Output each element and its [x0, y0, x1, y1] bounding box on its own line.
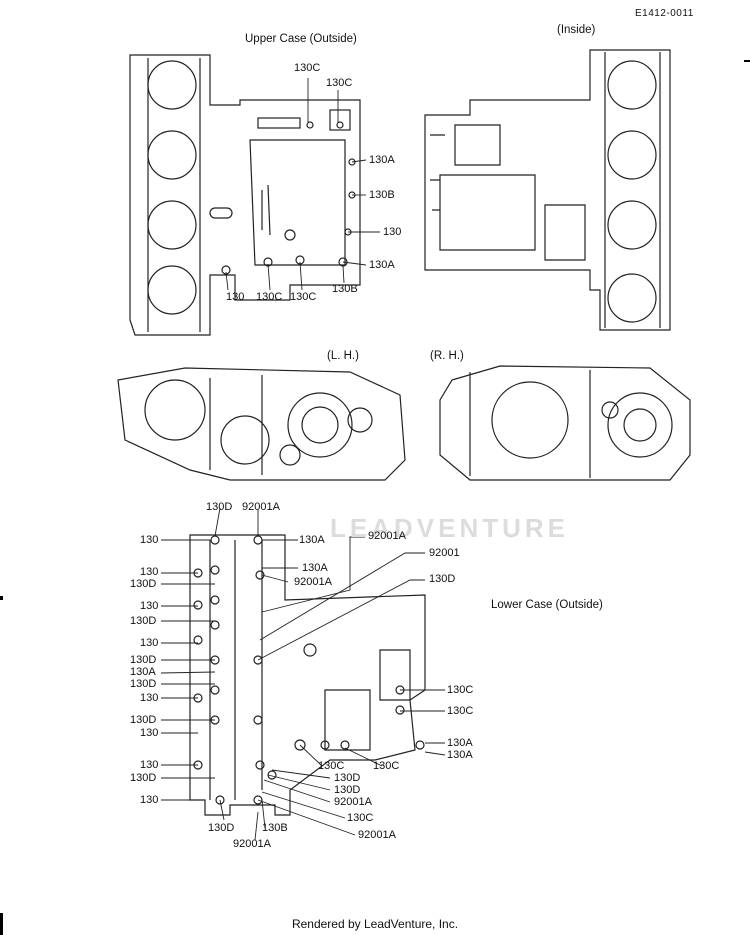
- upper-case-outside-title: Upper Case (Outside): [245, 33, 357, 45]
- lower-part-label: 92001: [429, 547, 460, 559]
- page-edge-mark: [0, 596, 3, 600]
- lower-case-outside-title: Lower Case (Outside): [491, 599, 603, 611]
- lower-part-label: 130D: [130, 615, 157, 627]
- upper-leader-lines: [225, 78, 380, 291]
- document-code: E1412-0011: [635, 8, 694, 19]
- lower-part-label: 130D: [429, 573, 456, 585]
- lower-part-label: 130: [140, 600, 159, 612]
- lower-part-label: 130D: [208, 822, 235, 834]
- rh-title: (R. H.): [430, 350, 464, 362]
- upper-part-label: 130C: [290, 291, 317, 303]
- lower-part-label: 130: [140, 566, 159, 578]
- lower-part-label: 92001A: [233, 838, 271, 850]
- lower-part-label: 130D: [130, 654, 157, 666]
- upper-case-outside-drawing: [129, 54, 361, 336]
- lower-part-label: 92001A: [294, 576, 332, 588]
- lower-part-label: 130D: [334, 784, 361, 796]
- upper-case-inside-drawing: [424, 49, 671, 331]
- lower-part-label: 130: [140, 637, 159, 649]
- upper-part-label: 130B: [332, 283, 358, 295]
- lower-part-label: 130A: [302, 562, 328, 574]
- lower-part-label: 130C: [318, 760, 345, 772]
- right-hand-case-drawing: [439, 365, 691, 481]
- lower-part-label: 130C: [373, 760, 400, 772]
- lower-part-label: 130: [140, 534, 159, 546]
- lower-part-label: 130A: [447, 749, 473, 761]
- upper-part-label: 130B: [369, 189, 395, 201]
- lower-part-label: 130A: [299, 534, 325, 546]
- lower-part-label: 130D: [130, 714, 157, 726]
- lower-part-label: 130D: [130, 578, 157, 590]
- lower-part-label: 130C: [447, 705, 474, 717]
- lower-part-label: 92001A: [242, 501, 280, 513]
- lower-part-label: 130: [140, 794, 159, 806]
- lower-part-label: 92001A: [334, 796, 372, 808]
- lower-part-label: 130: [140, 727, 159, 739]
- lower-part-label: 130D: [206, 501, 233, 513]
- lower-part-label: 130D: [334, 772, 361, 784]
- lower-part-label: 130D: [130, 678, 157, 690]
- upper-part-label: 130C: [326, 77, 353, 89]
- upper-part-label: 130A: [369, 259, 395, 271]
- left-hand-case-drawing: [117, 367, 406, 481]
- upper-part-label: 130: [226, 291, 245, 303]
- lower-part-label: 130C: [347, 812, 374, 824]
- lh-title: (L. H.): [327, 350, 359, 362]
- lower-part-label: 130: [140, 692, 159, 704]
- upper-part-label: 130A: [369, 154, 395, 166]
- watermark: LEADVENTURE: [330, 513, 570, 543]
- lower-part-label: 92001A: [358, 829, 396, 841]
- lower-leader-lines: [160, 507, 446, 841]
- upper-part-label: 130C: [256, 291, 283, 303]
- lower-part-label: 130A: [447, 737, 473, 749]
- page-edge-mark: [744, 60, 750, 62]
- lower-part-label: 92001A: [368, 530, 406, 542]
- upper-part-label: 130: [383, 226, 402, 238]
- inside-title: (Inside): [557, 24, 596, 36]
- lower-part-label: 130A: [130, 666, 156, 678]
- page-edge-mark: [0, 913, 3, 935]
- lower-part-label: 130D: [130, 772, 157, 784]
- lower-part-label: 130: [140, 759, 159, 771]
- footer-credit: Rendered by LeadVenture, Inc.: [291, 917, 459, 931]
- upper-part-label: 130C: [294, 62, 321, 74]
- lower-part-label: 130C: [447, 684, 474, 696]
- lower-part-label: 130B: [262, 822, 288, 834]
